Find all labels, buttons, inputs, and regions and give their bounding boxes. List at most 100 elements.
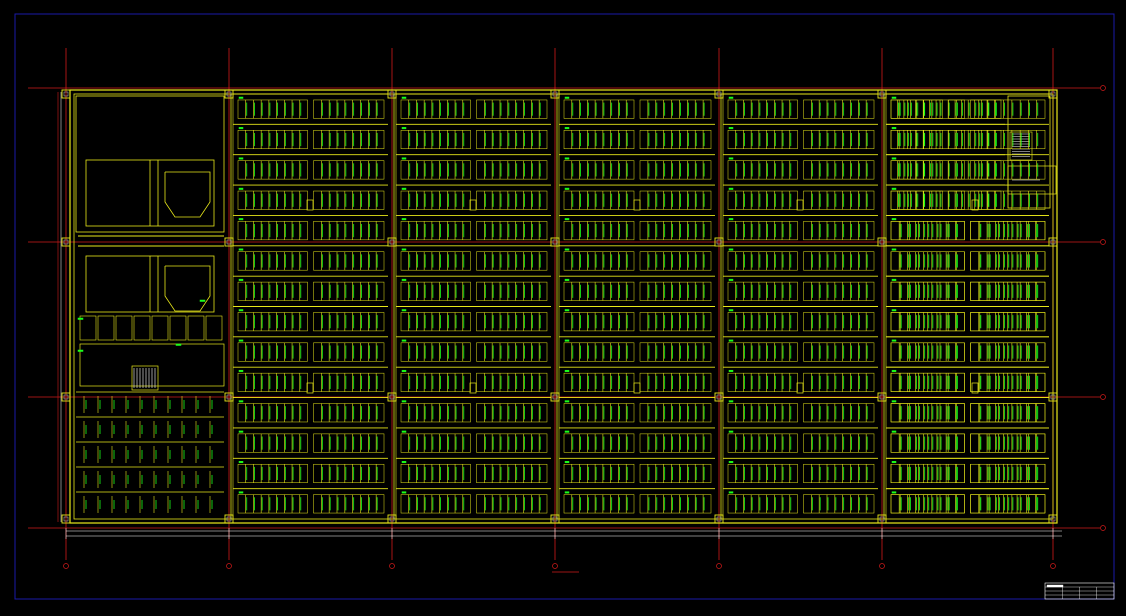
column-core [716,239,722,245]
rack-label [891,369,897,372]
rack-unit [803,463,875,483]
structural-columns [61,89,1058,524]
rack-unit [313,190,385,210]
rack-unit [476,433,548,453]
rack-label [401,157,407,160]
core-cell [187,315,205,341]
right-stair [1009,131,1033,161]
rack-unit [803,251,875,271]
rack-label [238,278,244,281]
core-cell [169,315,187,341]
axis-bubble-v [389,563,395,569]
column-core [716,516,722,522]
rack-unit [639,312,712,332]
rack-label [891,187,897,190]
rack-label [564,248,570,251]
core-room [75,95,225,233]
rack-unit [727,433,798,453]
rack-unit [563,433,635,453]
rack-unit [313,221,385,241]
rack-unit [237,99,308,119]
rack-unit [803,342,875,362]
axis-bubble-v [63,563,69,569]
rack-label [728,461,734,464]
rack-label [401,248,407,251]
rack-unit [639,342,712,362]
rack-unit [476,251,548,271]
column [550,392,560,402]
rack-unit [237,251,308,271]
title-block [1044,582,1115,600]
column-core [63,239,69,245]
rack-unit [639,463,712,483]
rack-unit [237,221,308,241]
rack-unit [803,372,875,392]
rack-unit [313,281,385,301]
rack-label [891,157,897,160]
column [714,89,724,99]
column [224,237,234,247]
rack-unit [639,281,712,301]
core-tag [77,317,84,320]
rack-label [238,369,244,372]
rack-label [238,491,244,494]
rack-unit [727,99,798,119]
rack-label [401,430,407,433]
rack-unit [313,494,385,514]
rack-unit [476,130,548,150]
storage-bay [230,93,388,519]
rack-unit [639,403,712,423]
column-mid [633,382,641,394]
column-core [552,394,558,400]
rack-label [238,157,244,160]
rack-label [238,430,244,433]
rack-label [238,96,244,99]
rack-unit [400,251,471,271]
hopper [164,171,211,218]
rack-label [891,96,897,99]
rack-label [564,309,570,312]
rack-unit [639,494,712,514]
rack-unit [563,312,635,332]
rack-label [728,339,734,342]
rack-label [564,369,570,372]
rack-unit [400,130,471,150]
rack-unit [313,99,385,119]
column-core [1050,394,1056,400]
column [387,237,397,247]
rack-unit [563,372,635,392]
column-mid [971,199,979,211]
rack-unit [237,433,308,453]
axis-bubble-h [1100,239,1106,245]
core-tag [175,343,182,346]
sheet-border [14,13,1115,600]
rack-unit [727,463,798,483]
rack-label [238,127,244,130]
rack-unit [970,190,1046,210]
rack-unit [727,160,798,180]
column [61,514,71,524]
stair [131,365,159,391]
column [61,89,71,99]
rack-unit [313,251,385,271]
rack-label [891,248,897,251]
rack-unit [400,342,471,362]
axis-bubble-h [1100,85,1106,91]
axis-bubble-v [552,563,558,569]
column [387,514,397,524]
column-core [552,91,558,97]
column-mid [469,382,477,394]
column [387,89,397,99]
rack-label [564,187,570,190]
title-block-logo [1046,584,1064,588]
rack-unit [313,342,385,362]
column-core [63,516,69,522]
column-mid [971,382,979,394]
rack-unit [727,221,798,241]
rack-label [564,461,570,464]
rack-unit [237,494,308,514]
rack-unit [476,312,548,332]
rack-unit [563,281,635,301]
rack-unit [313,403,385,423]
